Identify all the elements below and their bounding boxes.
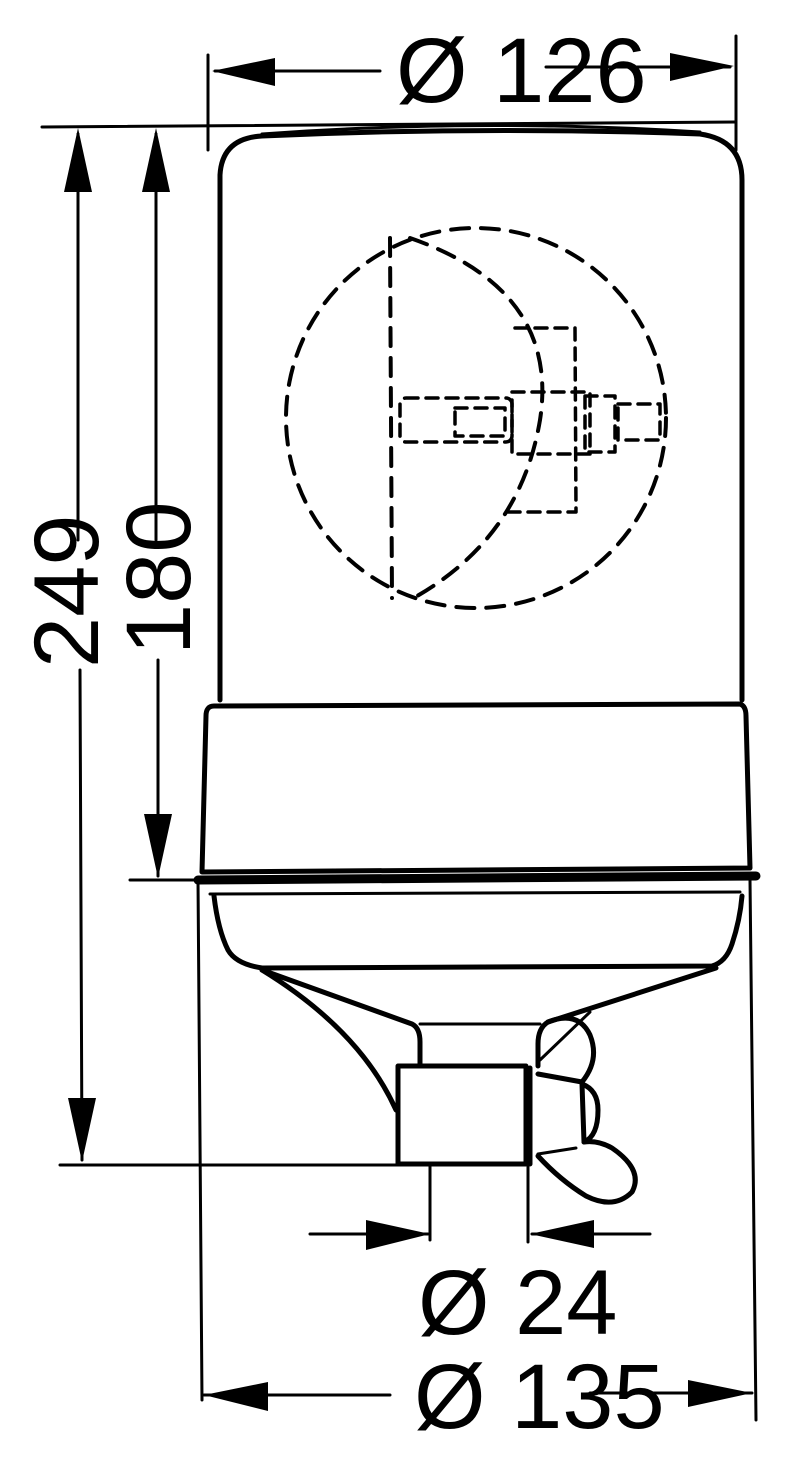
arrow-right-icon [688, 1380, 752, 1407]
height-dimensions: 249 180 [16, 120, 738, 1167]
arrow-up-icon [142, 128, 170, 192]
arrow-down-icon [144, 814, 172, 878]
arrow-left-icon [212, 58, 275, 86]
top-diameter-dimension: Ø 126 [206, 20, 738, 152]
mount-diameter-dimension: Ø 24 [308, 1220, 652, 1354]
arrow-up-icon [64, 128, 92, 192]
base-diameter-dimension: Ø 135 [202, 1346, 754, 1448]
mount-clamp [395, 1010, 638, 1244]
arrow-left-icon [204, 1382, 268, 1411]
arrow-right-icon [670, 53, 734, 81]
arrow-right-icon [366, 1220, 430, 1250]
dome-lens [217, 123, 745, 703]
top-diameter-label: Ø 126 [396, 20, 647, 122]
overall-height-label: 249 [16, 515, 118, 669]
base-housing [193, 701, 761, 1422]
dome-height-label: 180 [108, 502, 210, 656]
mount-diameter-label: Ø 24 [418, 1252, 617, 1354]
lamp-hidden-detail [284, 226, 668, 610]
arrow-left-icon [530, 1220, 594, 1248]
base-diameter-label: Ø 135 [414, 1346, 665, 1448]
arrow-down-icon [68, 1098, 96, 1162]
